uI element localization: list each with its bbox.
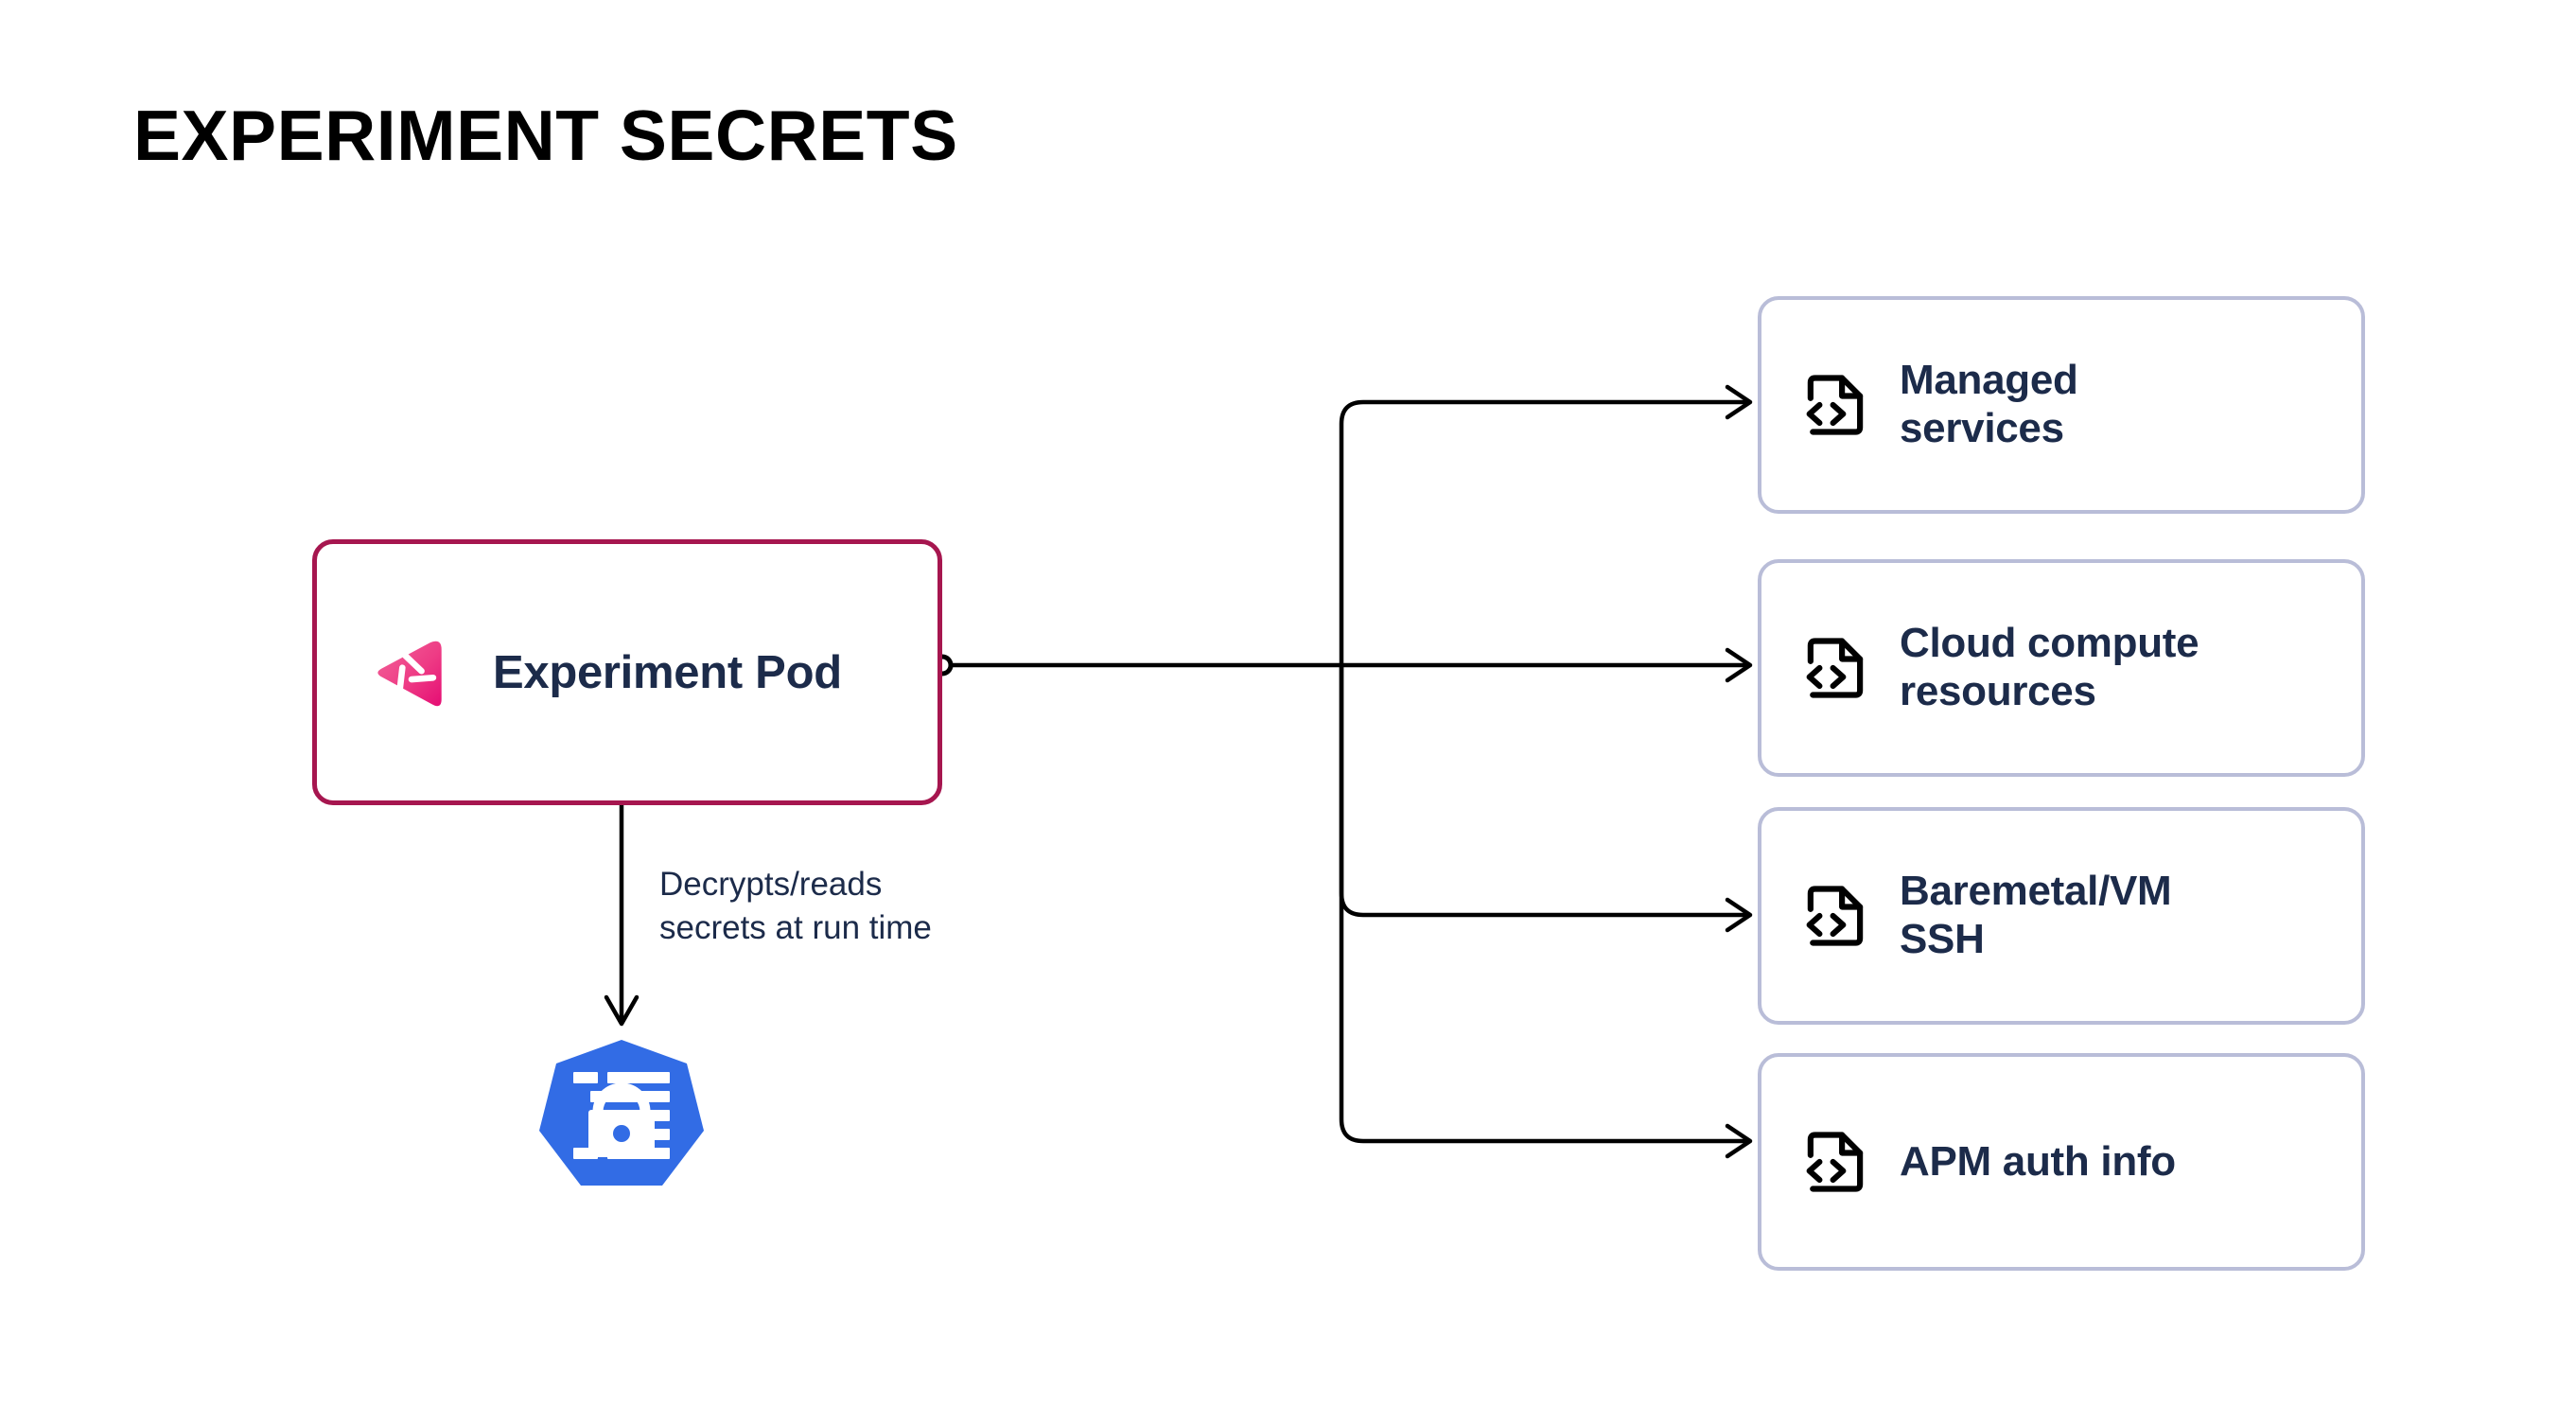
arrowhead-managed-services [1725,384,1753,420]
edge-caption-line2: secrets at run time [659,908,932,946]
card-label-line1: Baremetal/VM [1900,868,2172,915]
card-label-line1: APM auth info [1900,1137,2176,1185]
edge-to-apm-auth [1339,662,1751,1144]
edge-to-baremetal-ssh [1339,662,1751,918]
edge-to-managed-services [1339,399,1751,668]
card-label-line2: resources [1900,668,2096,714]
edge-caption-line1: Decrypts/reads [659,866,883,903]
target-card-label: APM auth info [1900,1138,2176,1186]
chaos-experiment-logo-icon [377,641,442,706]
edge-caption: Decrypts/reads secrets at run time [659,863,1066,949]
card-label-line1: Managed [1900,357,2078,404]
target-card-baremetal-vm-ssh[interactable]: Baremetal/VM SSH [1758,807,2365,1025]
code-file-icon [1806,638,1864,698]
target-card-managed-services[interactable]: Managed services [1758,296,2365,514]
arrowhead-apm-auth [1725,1123,1753,1159]
card-label-line1: Cloud compute [1900,620,2199,667]
page-title: EXPERIMENT SECRETS [133,96,958,175]
experiment-pod-node[interactable]: Experiment Pod [312,539,942,805]
arrowhead-baremetal-ssh [1725,897,1753,933]
target-card-apm-auth-info[interactable]: APM auth info [1758,1053,2365,1271]
code-file-icon [1806,886,1864,946]
target-card-label: Cloud compute resources [1900,620,2199,715]
code-file-icon [1806,1132,1864,1192]
arrowhead-cloud-compute [1725,647,1753,683]
arrowhead-secret [604,994,640,1027]
kubernetes-secret-node[interactable]: secret [535,1037,708,1217]
target-card-label: Baremetal/VM SSH [1900,868,2172,963]
card-label-line2: SSH [1900,916,1985,962]
card-label-line2: services [1900,405,2064,451]
code-file-icon [1806,375,1864,435]
experiment-pod-label: Experiment Pod [493,646,842,698]
kubernetes-secret-icon: secret [539,1040,704,1216]
target-card-label: Managed services [1900,357,2078,452]
target-card-cloud-compute-resources[interactable]: Cloud compute resources [1758,559,2365,777]
secret-node-label: secret [583,1185,660,1216]
